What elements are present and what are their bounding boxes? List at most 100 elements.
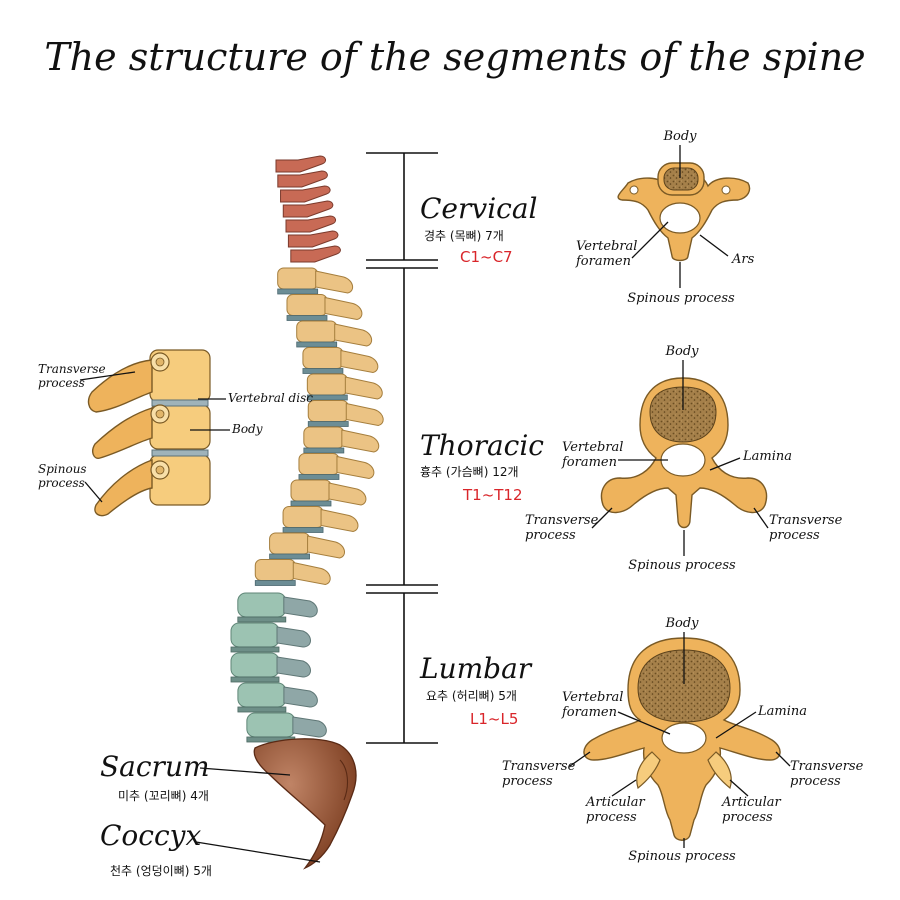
thoracic-process [334,323,373,347]
lumbar-lamina-label: Lamina [757,704,807,719]
cervical-vertebra [287,230,339,248]
intervertebral-disc [269,553,310,560]
lumbar-foramen-label-2: foramen [561,705,617,720]
thoracic-foramen-label-2: foramen [561,455,617,470]
thoracic-process [345,402,384,427]
page-title: The structure of the segments of the spi… [44,35,865,79]
cervical-ars-label: Ars [731,252,755,267]
thoracic-vertebra [290,479,332,502]
thoracic-body-label: Body [664,344,699,359]
lumbar-vertebra [246,712,296,738]
side-spinous-label-2: process [38,476,85,490]
thoracic-vertebra [254,559,296,581]
thoracic-vertebra [286,294,328,316]
side-transverse-label-1: Transverse [38,362,106,376]
intervertebral-disc [302,368,344,374]
lumbar-vertebra [237,592,287,618]
sacrum-label: Sacrum [100,750,210,783]
lumbar-articular-left-2: process [586,810,637,825]
lumbar-articular-right-2: process [722,810,773,825]
thoracic-transverse-left-1: Transverse [525,513,599,528]
lumbar-process [283,686,318,708]
thoracic-process [307,535,345,559]
thoracic-process [320,508,359,533]
side-spinous-label-1: Spinous [38,462,87,476]
cervical-vertebra [282,200,334,218]
segment-brackets [366,152,438,744]
lumbar-foramen-label-1: Vertebral [562,690,623,705]
cervical-range: C1~C7 [460,248,513,266]
thoracic-process [341,429,380,453]
thoracic-vertebra [307,400,349,422]
thoracic-vertebra [298,453,340,475]
thoracic-label: Thoracic [420,429,544,462]
intervertebral-disc [298,474,340,480]
cervical-vertebra [275,155,327,173]
thoracic-range: T1~T12 [462,486,523,504]
lumbar-range: L1~L5 [470,710,518,728]
thoracic-process [328,482,367,506]
sacrum-bone [253,738,357,870]
lumbar-articular-right-1: Articular [721,795,782,810]
thoracic-vertebra [303,426,345,449]
side-body-label: Body [231,422,263,436]
intervertebral-disc [282,527,324,533]
intervertebral-disc [306,394,348,401]
cervical-vertebra [290,245,341,263]
intervertebral-disc [307,421,349,427]
lumbar-vertebra [230,622,280,648]
intervertebral-disc [230,646,280,653]
lumbar-process [292,716,327,738]
intervertebral-disc [296,341,338,348]
thoracic-vertebra [296,320,338,343]
lumbar-korean: 요추 (허리뼈) 5개 [426,689,517,703]
thoracic-vertebra [306,373,348,396]
cervical-spinous-label: Spinous process [627,291,735,306]
thoracic-process [324,296,363,321]
lumbar-transverse-left-1: Transverse [502,759,576,774]
lumbar-vertebra [237,682,287,708]
thoracic-korean: 흉추 (가슴뼈) 12개 [420,465,519,479]
thoracic-spinous-label: Spinous process [628,558,736,573]
lumbar-label: Lumbar [419,652,533,685]
lumbar-body-label: Body [664,616,699,631]
lumbar-vertebra [230,652,280,678]
cervical-vertebra [285,215,337,233]
cervical-vertebra [277,170,328,188]
cervical-body-label: Body [662,129,697,144]
thoracic-process [344,376,383,400]
thoracic-vertebra [282,506,324,528]
intervertebral-disc [230,676,280,683]
side-disc-label: Vertebral disc [228,391,313,405]
spine-column [230,155,384,743]
thoracic-vertebra-illustration [600,377,768,529]
thoracic-process [292,561,331,586]
lumbar-articular-left-1: Articular [585,795,646,810]
thoracic-foramen-label-1: Vertebral [562,440,623,455]
lumbar-spinous-label: Spinous process [628,849,736,864]
lumbar-transverse-right-2: process [790,774,841,789]
intervertebral-disc [277,288,319,295]
cervical-korean: 경추 (목뼈) 7개 [424,229,504,243]
side-transverse-label-2: process [38,376,85,390]
cervical-vertebra-illustration [617,162,751,262]
sacrum-korean: 미추 (꼬리뼈) 4개 [118,789,209,803]
lumbar-transverse-left-2: process [502,774,553,789]
thoracic-vertebra [269,532,311,555]
thoracic-transverse-left-2: process [525,528,576,543]
thoracic-lamina-label: Lamina [742,449,792,464]
intervertebral-disc [286,315,328,321]
thoracic-process [336,455,375,480]
coccyx-korean: 천추 (엉덩이뼈) 5개 [110,863,212,878]
thoracic-process [315,270,354,294]
lumbar-process [276,626,311,648]
thoracic-vertebra [302,347,344,369]
cervical-vertebra [280,185,331,203]
coccyx-label: Coccyx [100,819,201,852]
lumbar-process [276,656,311,678]
lumbar-process [283,596,318,618]
intervertebral-disc [237,706,287,713]
cervical-foramen-label-1: Vertebral [576,239,637,254]
cervical-label: Cervical [420,192,537,225]
